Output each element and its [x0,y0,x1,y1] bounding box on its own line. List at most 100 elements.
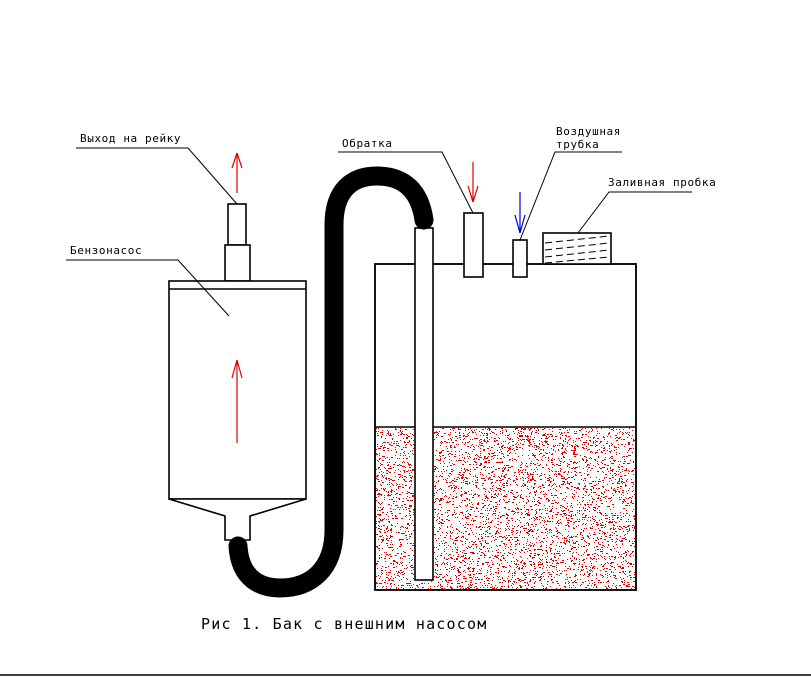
fuel-dot [454,447,455,448]
fuel-dot [384,495,385,496]
fuel-dot [455,447,456,448]
fuel-dot [564,451,565,452]
fuel-dot [506,431,507,432]
fuel-dot [529,572,530,573]
fuel-dot [559,553,560,554]
fuel-dot [546,465,547,466]
fuel-dot [589,583,590,584]
fuel-dot [450,482,451,483]
fuel-dot [529,496,530,497]
fuel-dot [473,464,474,465]
fuel-dot [563,498,564,499]
fuel-dot [445,567,446,568]
fuel-dot [411,500,412,501]
fuel-dot [620,572,621,573]
fuel-dot [629,541,630,542]
fuel-dot [411,472,412,473]
fuel-dot [543,525,544,526]
fuel-dot [512,587,513,588]
fuel-dot [535,571,536,572]
fuel-dot [473,561,474,562]
fuel-dot [547,533,548,534]
fuel-dot [560,514,562,515]
fuel-dot [612,470,613,471]
fuel-dot [599,512,601,513]
fuel-dot [498,443,499,444]
fuel-dot [625,484,626,485]
fuel-dot [615,479,616,480]
fuel-dot [381,437,382,438]
fuel-dot [383,456,385,457]
fuel-dot [532,479,534,480]
fuel-dot [376,564,377,565]
fuel-dot [567,579,568,580]
fuel-dot [376,476,378,477]
fuel-dot [452,454,453,455]
fuel-dot [585,581,586,582]
fuel-dot [565,471,566,472]
fuel-dot [385,556,386,557]
fuel-dot [486,497,488,498]
fuel-dot [509,509,510,510]
fuel-dot [409,481,410,482]
fuel-dot [393,503,394,504]
fuel-dot [387,430,388,431]
fuel-dot [457,552,458,553]
fuel-dot [500,579,501,580]
fuel-dot [544,579,545,580]
fuel-dot [557,530,558,531]
fuel-dot [510,542,511,543]
fuel-dot [388,491,389,492]
fuel-dot [510,446,511,447]
fuel-dot [453,543,454,544]
fuel-dot [569,537,570,538]
fuel-dot [623,538,624,539]
fuel-dot [573,463,574,464]
fuel-dot [594,534,595,535]
fuel-dot [450,563,451,564]
fuel-dot [587,554,588,555]
fuel-dot [616,588,617,589]
fuel-dot [480,570,481,571]
fuel-dot [508,478,510,479]
fuel-dot [404,471,405,472]
fuel-dot [506,483,508,484]
fuel-dot [533,588,534,589]
fuel-dot [615,447,617,448]
fuel-dot [389,499,390,500]
fuel-dot [390,554,391,555]
fuel-dot [547,520,548,521]
fuel-dot [490,533,491,534]
fuel-dot [607,506,608,507]
fuel-dot [491,490,492,491]
fuel-dot [564,538,565,539]
fuel-dot [592,526,593,527]
fuel-dot [565,582,566,583]
fuel-dot [469,499,470,500]
fuel-dot [504,544,505,545]
fuel-dot [474,511,475,512]
fuel-dot [395,516,396,517]
fuel-dot [523,572,524,573]
fuel-dot [465,462,466,463]
fuel-dot [535,519,536,520]
fuel-dot [447,516,448,517]
fuel-dot [470,469,471,470]
fuel-dot [534,499,535,500]
fuel-dot [492,588,494,589]
fuel-dot [604,437,605,438]
fuel-dot [543,494,544,495]
fuel-dot [606,571,607,572]
fuel-dot [553,464,554,465]
fuel-dot [395,577,396,578]
fuel-dot [443,461,444,462]
fuel-dot [489,529,490,530]
fuel-dot [549,530,550,531]
fuel-dot [495,539,497,540]
fuel-dot [436,540,437,541]
fuel-dot [402,475,403,476]
fuel-dot [611,556,613,557]
fuel-dot [571,468,573,469]
fuel-dot [489,478,490,479]
fuel-dot [468,574,469,575]
